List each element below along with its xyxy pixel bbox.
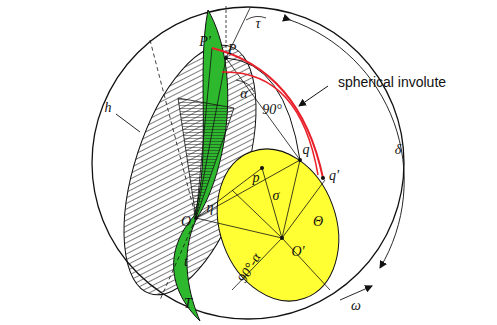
symbol-label: η <box>207 201 214 215</box>
symbol-label: τ <box>255 17 260 31</box>
symbol-label: O' <box>291 245 304 259</box>
construction-lines <box>150 6 330 300</box>
symbol-label: q <box>303 143 310 157</box>
green-lens <box>174 10 228 321</box>
delta-dimension-arc <box>290 20 404 268</box>
involute-leader <box>299 86 328 106</box>
points <box>194 56 325 240</box>
symbol-label: h <box>105 101 112 115</box>
symbol-label: t <box>184 255 188 269</box>
symbol-label: α <box>240 87 247 101</box>
symbol-label: ω <box>351 299 361 313</box>
red-arc <box>222 72 318 175</box>
symbol-label: q' <box>329 169 339 183</box>
symbol-label: p <box>253 171 260 185</box>
symbol-label: T <box>184 297 192 311</box>
symbol-label: O <box>181 215 191 229</box>
spherical-involute-curve <box>212 48 323 178</box>
symbol-label: P <box>228 43 237 57</box>
omega-dimension <box>340 286 372 300</box>
symbol-label: P' <box>199 35 211 49</box>
sphere-outline <box>92 7 404 319</box>
symbol-label: Θ <box>313 215 323 229</box>
h-leader <box>116 114 140 132</box>
base-circle <box>197 132 359 318</box>
symbol-label: δ <box>395 143 402 157</box>
callout-label: spherical involute <box>338 75 446 89</box>
symbol-label: σ <box>273 189 280 203</box>
symbol-label: 90° <box>262 103 282 117</box>
